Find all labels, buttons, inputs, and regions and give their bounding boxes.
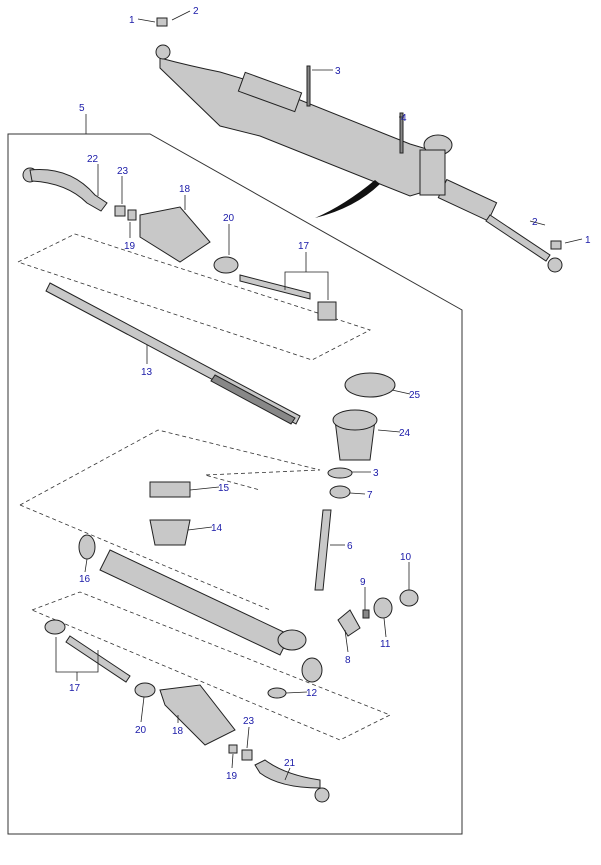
assembled-steering-gear [155, 17, 563, 273]
callout-11: 11 [380, 639, 391, 650]
callout-2: 2 [532, 217, 538, 228]
callout-19: 19 [226, 771, 238, 782]
callout-13: 13 [141, 367, 153, 378]
group-outline [19, 429, 321, 506]
callout-18: 18 [179, 184, 191, 195]
callout-2: 2 [193, 6, 199, 17]
callout-20: 20 [223, 213, 235, 224]
callout-23: 23 [243, 716, 255, 727]
callout-4: 4 [401, 113, 407, 124]
callout-9: 9 [360, 577, 366, 588]
callout-18: 18 [172, 726, 184, 737]
callout-25: 25 [409, 390, 421, 401]
callout-10: 10 [400, 552, 412, 563]
exploded-parts [22, 167, 419, 803]
leader-lines [55, 10, 583, 781]
callout-14: 14 [211, 523, 223, 534]
callout-3: 3 [373, 468, 379, 479]
callout-19: 19 [124, 241, 136, 252]
callout-15: 15 [218, 483, 230, 494]
callout-22: 22 [87, 154, 99, 165]
callout-16: 16 [79, 574, 91, 585]
callout-1: 1 [129, 15, 135, 26]
callout-7: 7 [367, 490, 373, 501]
callout-8: 8 [345, 655, 351, 666]
callout-6: 6 [347, 541, 353, 552]
group-outline [16, 233, 372, 361]
callout-12: 12 [306, 688, 318, 699]
callout-labels: 1 2 3 4 5 22 23 18 20 19 17 13 2 1 25 24… [69, 6, 591, 782]
group-outline [19, 504, 391, 741]
callout-1: 1 [585, 235, 591, 246]
callout-17: 17 [298, 241, 310, 252]
callout-21: 21 [284, 758, 296, 769]
callout-23: 23 [117, 166, 129, 177]
callout-20: 20 [135, 725, 147, 736]
callout-24: 24 [399, 428, 411, 439]
callout-5: 5 [79, 103, 85, 114]
callout-17: 17 [69, 683, 81, 694]
callout-3: 3 [335, 66, 341, 77]
frame-outline [7, 133, 463, 835]
explode-arrow [315, 180, 380, 218]
